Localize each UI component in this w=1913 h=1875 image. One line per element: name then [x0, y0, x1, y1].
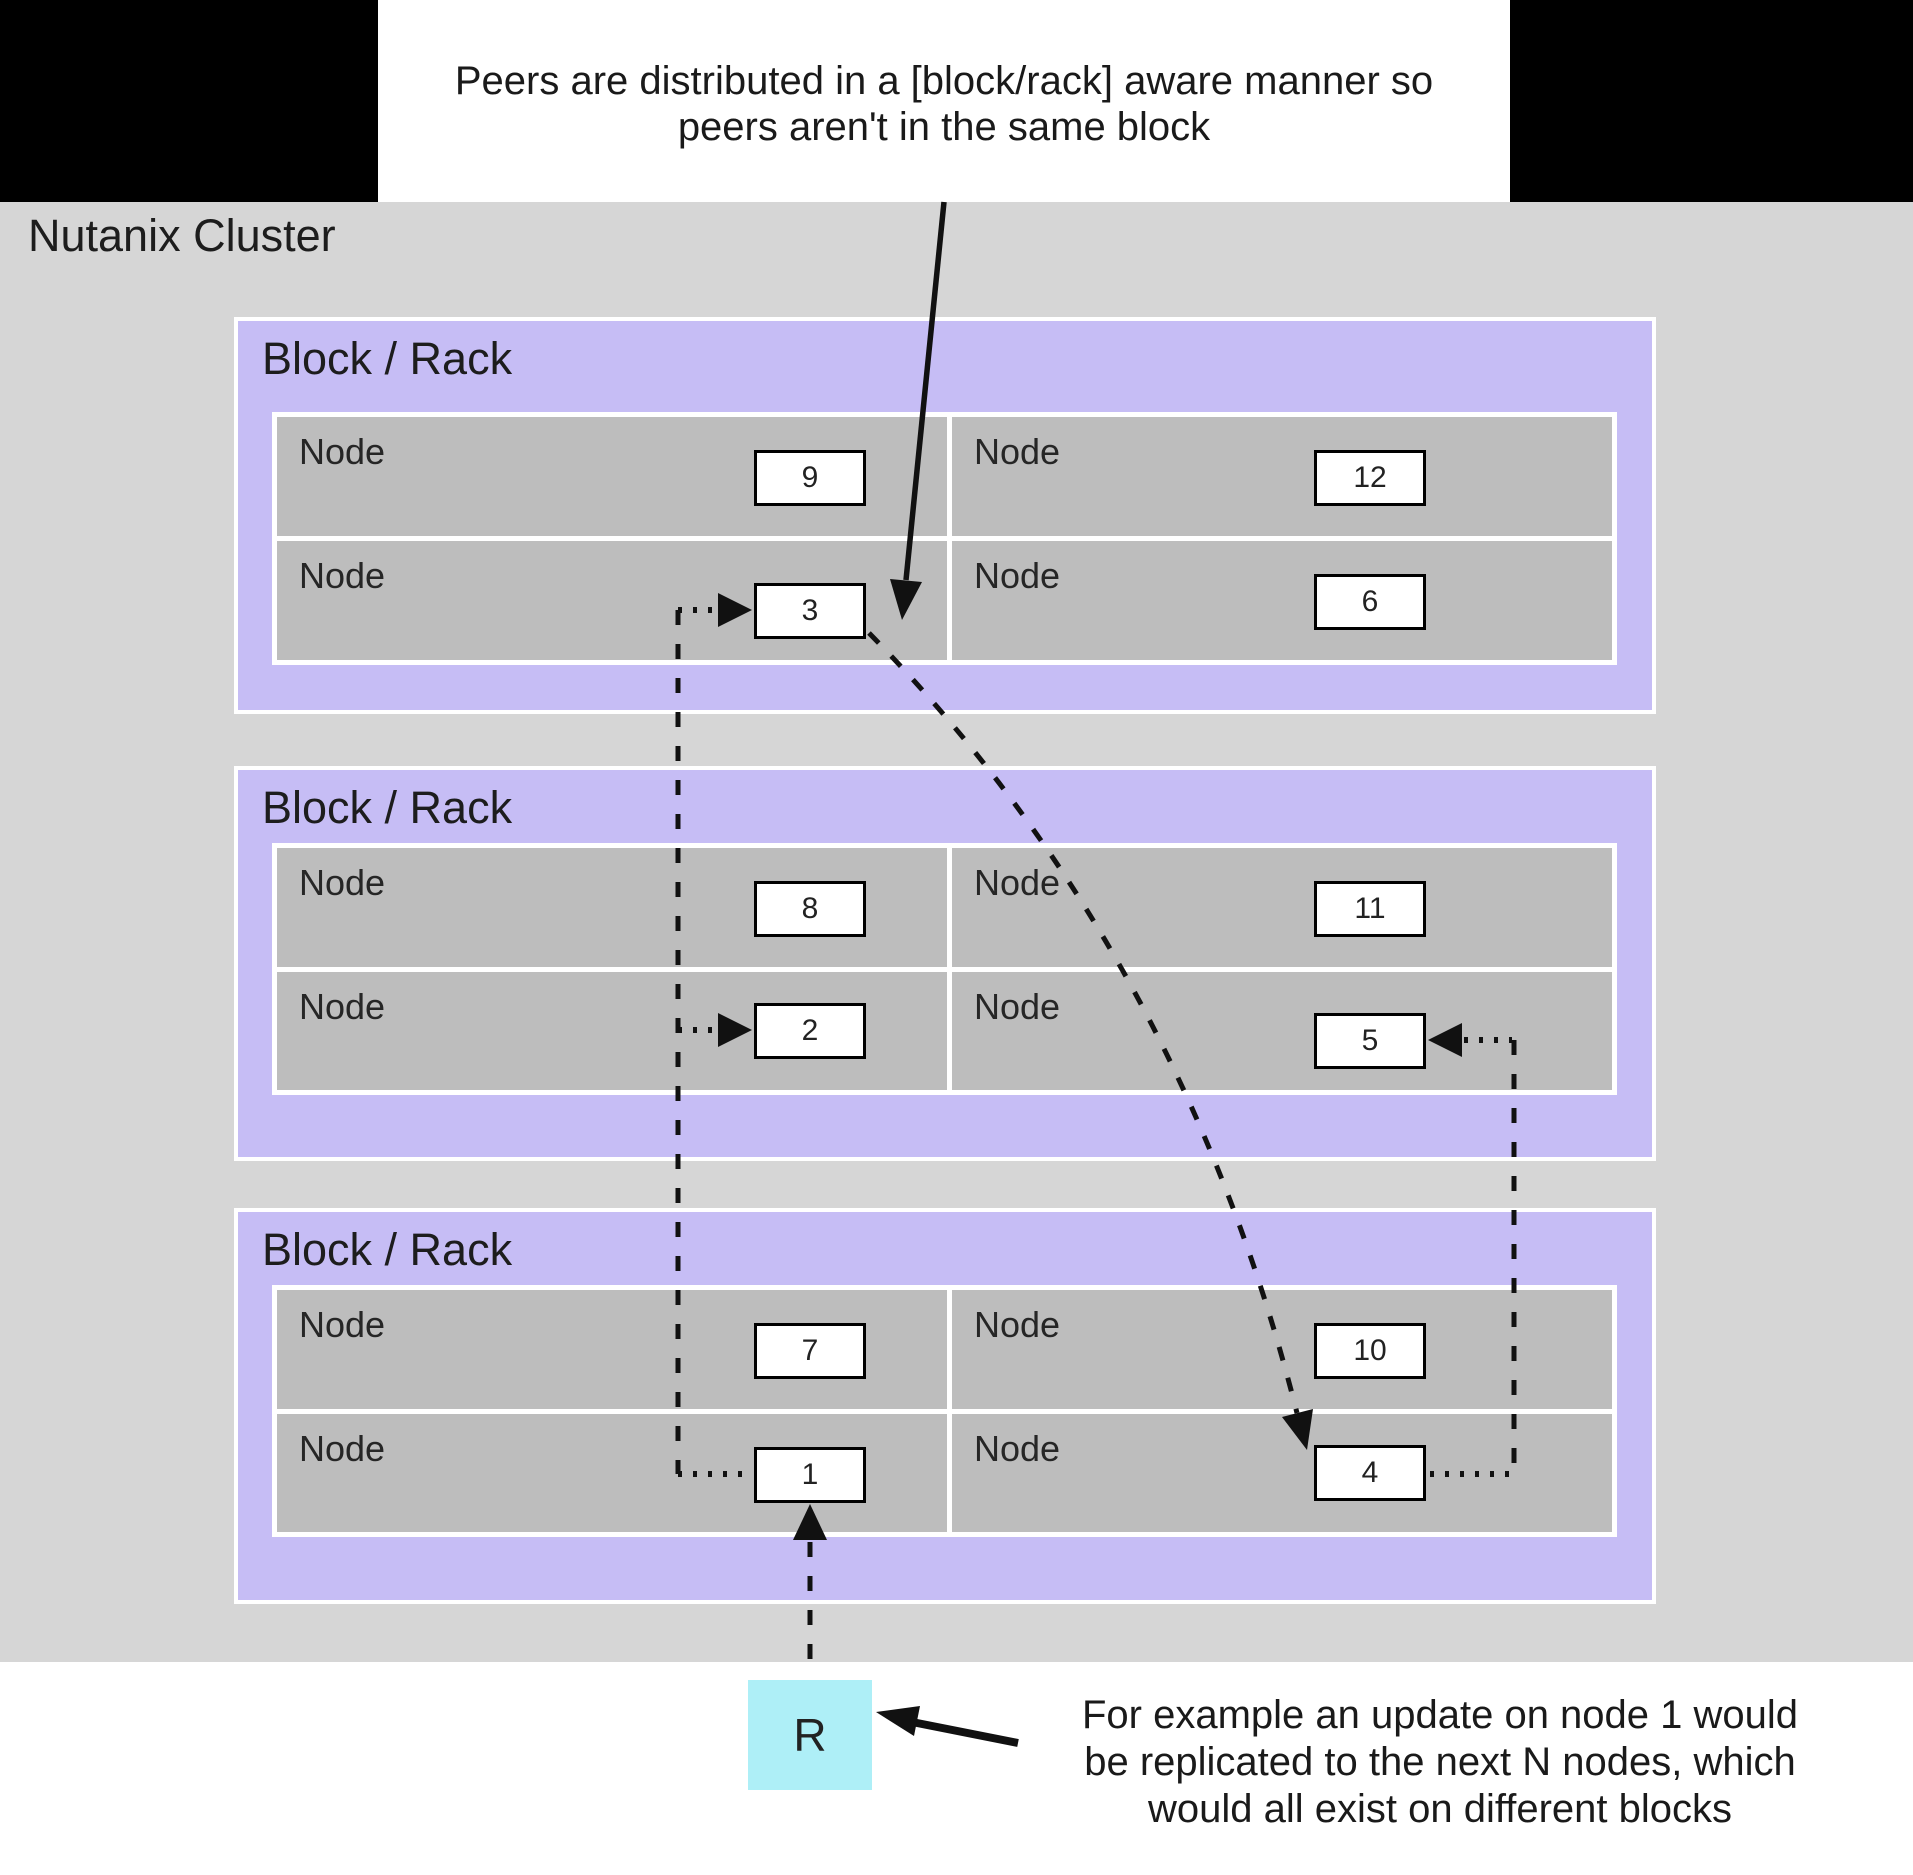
node-label: Node [299, 1304, 386, 1345]
node-label: Node [299, 1427, 386, 1469]
block-rack-1-title: Block / Rack [262, 333, 513, 384]
node-cell: Node 12 [952, 417, 1612, 536]
node-label: Node [974, 1427, 1061, 1469]
node-label: Node [299, 431, 386, 472]
block-rack-1-node-frame: Node 9 Node 12 Node 3 Node 6 [272, 412, 1617, 665]
caption-to-replica-arrowhead [876, 1706, 920, 1736]
bottom-callout-line-1: For example an update on node 1 would [1081, 1693, 1799, 1737]
node-id-box-4: 4 [1314, 1444, 1426, 1501]
node-id-box-7: 7 [754, 1323, 866, 1379]
top-black-bar-left [0, 0, 378, 202]
block-rack-2: Block / Rack Node 8 Node 11 Node 2 Node … [234, 766, 1656, 1161]
node-label: Node [974, 862, 1061, 903]
replica-box: R [748, 1680, 872, 1790]
node-id-box-11: 11 [1314, 881, 1426, 937]
block-rack-1: Block / Rack Node 9 Node 12 Node 3 Node … [234, 317, 1656, 714]
node-label: Node [299, 862, 386, 903]
top-callout: Peers are distributed in a [block/rack] … [378, 0, 1510, 202]
node-id-box-5: 5 [1314, 1012, 1426, 1069]
node-id-box-1: 1 [754, 1446, 866, 1503]
node-cell: Node 8 [277, 848, 947, 967]
node-id-box-12: 12 [1314, 450, 1426, 506]
node-cell: Node 9 [277, 417, 947, 536]
node-label: Node [974, 555, 1061, 596]
top-black-bar-right [1510, 0, 1913, 202]
node-id-box-6: 6 [1314, 574, 1426, 630]
node-cell: Node 4 [952, 1413, 1612, 1532]
node-id-box-8: 8 [754, 881, 866, 937]
bottom-callout-line-2: be replicated to the next N nodes, which [1084, 1740, 1796, 1784]
block-rack-2-node-frame: Node 8 Node 11 Node 2 Node 5 [272, 843, 1617, 1095]
top-callout-line-2: peers aren't in the same block [677, 105, 1211, 149]
block-rack-3-title: Block / Rack [262, 1224, 513, 1275]
node-label: Node [974, 985, 1061, 1027]
block-rack-2-title: Block / Rack [262, 782, 513, 833]
block-rack-3-node-frame: Node 7 Node 10 Node 1 Node 4 [272, 1285, 1617, 1537]
node-cell: Node 1 [277, 1413, 947, 1532]
node-label: Node [299, 985, 386, 1027]
bottom-callout: For example an update on node 1 would be… [1010, 1692, 1870, 1833]
node-cell: Node 7 [277, 1290, 947, 1409]
block-rack-3: Block / Rack Node 7 Node 10 Node 1 Node … [234, 1208, 1656, 1604]
node-id-box-9: 9 [754, 450, 866, 506]
bottom-callout-line-3: would all exist on different blocks [1147, 1787, 1733, 1831]
cluster-title: Nutanix Cluster [28, 210, 336, 261]
node-cell: Node 2 [277, 971, 947, 1090]
node-cell: Node 6 [952, 541, 1612, 660]
node-id-box-2: 2 [754, 1002, 866, 1059]
node-id-box-10: 10 [1314, 1323, 1426, 1379]
node-label: Node [974, 431, 1061, 472]
node-cell: Node 10 [952, 1290, 1612, 1409]
node-label: Node [299, 555, 386, 596]
node-label: Node [974, 1304, 1061, 1345]
caption-to-replica-arrow-line [911, 1718, 1019, 1747]
node-cell: Node 3 [277, 541, 947, 660]
node-cell: Node 11 [952, 848, 1612, 967]
node-cell: Node 5 [952, 971, 1612, 1090]
top-callout-line-1: Peers are distributed in a [block/rack] … [454, 59, 1434, 103]
node-id-box-3: 3 [754, 583, 866, 639]
